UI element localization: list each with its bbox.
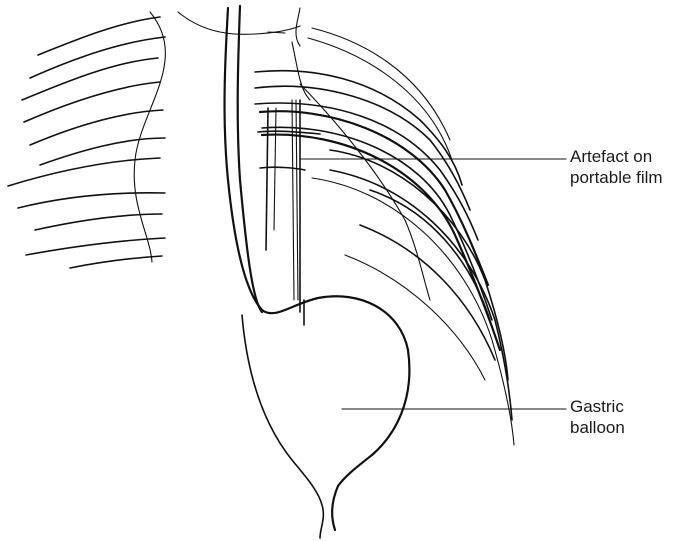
gastric-balloon-label: Gastric balloon xyxy=(570,396,625,438)
gastric-balloon-label-line-1: Gastric xyxy=(570,396,625,417)
left-ribs xyxy=(8,12,165,268)
artefact-label: Artefact on portable film xyxy=(570,146,663,188)
artefact-label-line-1: Artefact on xyxy=(570,146,663,167)
gastric-balloon-label-line-2: balloon xyxy=(570,417,625,438)
artefact-lines xyxy=(292,100,298,300)
artefact-label-line-2: portable film xyxy=(570,167,663,188)
